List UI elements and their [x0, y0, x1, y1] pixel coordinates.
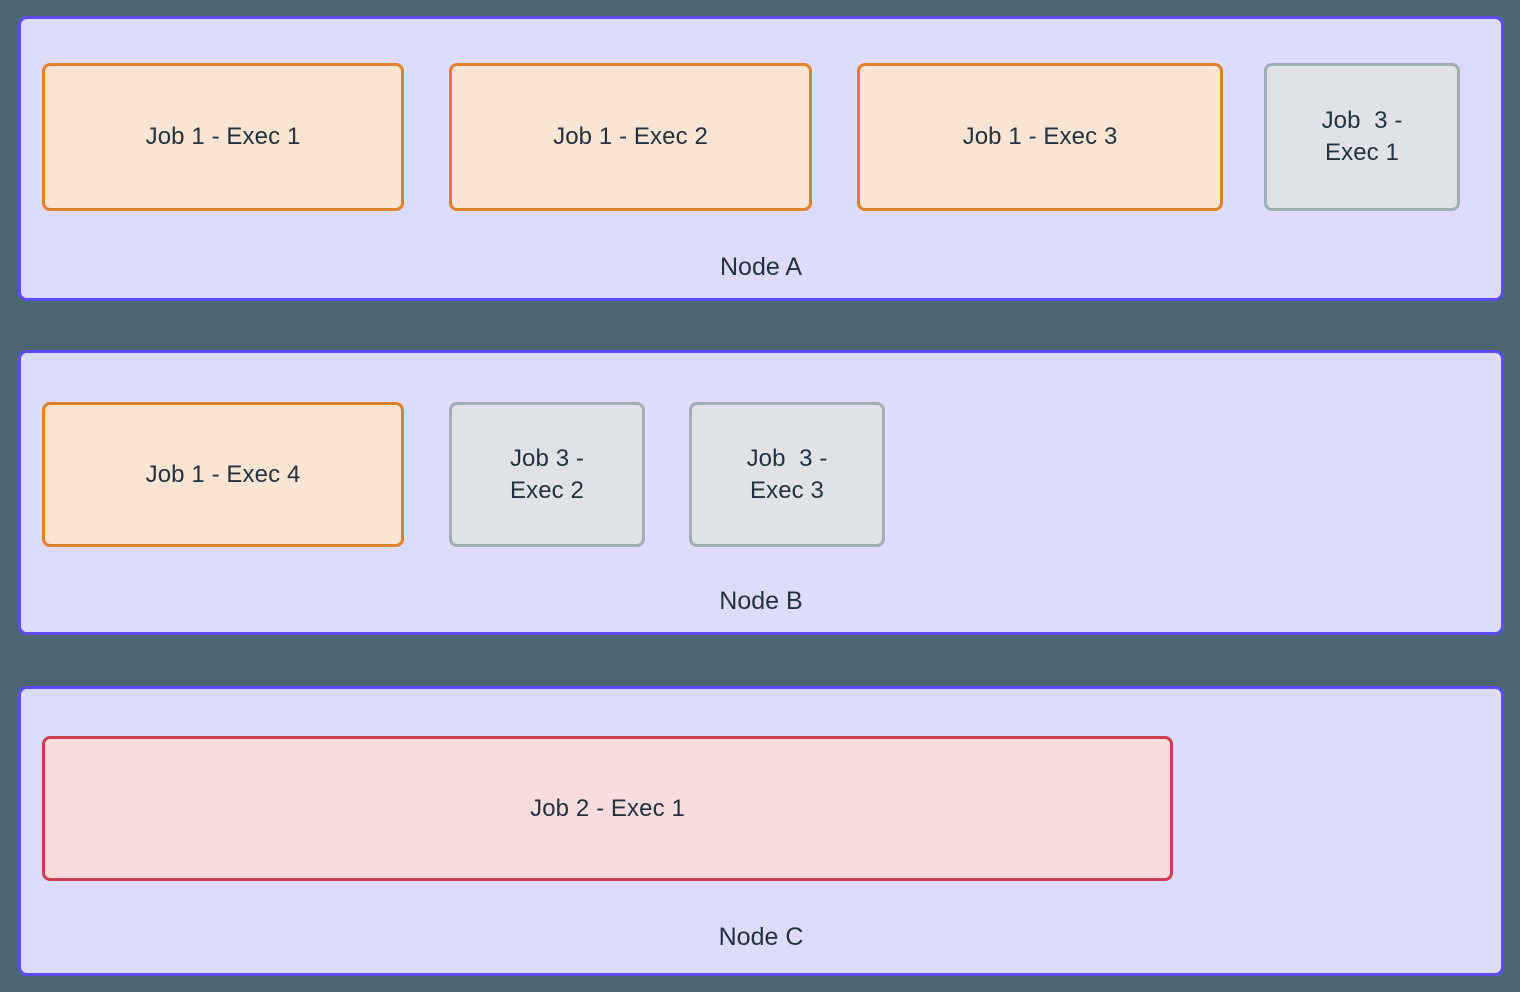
exec-box-label: Job 3 - Exec 3 — [746, 444, 828, 504]
node-label-a: Node A — [719, 253, 802, 281]
node-label-b: Node B — [719, 587, 803, 615]
exec-box-label: Job 1 - Exec 4 — [145, 460, 301, 488]
exec-box-label: Job 3 - Exec 2 — [509, 444, 585, 504]
exec-box-job1-exec3[interactable]: Job 1 - Exec 3 — [857, 63, 1223, 211]
node-panel-b[interactable]: Job 1 - Exec 4 Job 3 - Exec 2 Job 3 - Ex… — [18, 350, 1504, 635]
node-panel-a[interactable]: Job 1 - Exec 1 Job 1 - Exec 2 Job 1 - Ex… — [18, 16, 1504, 301]
exec-box-label: Job 1 - Exec 1 — [145, 123, 301, 151]
exec-box-label: Job 2 - Exec 1 — [530, 794, 685, 822]
exec-box-job3-exec2[interactable]: Job 3 - Exec 2 — [449, 402, 645, 547]
exec-box-job3-exec1[interactable]: Job 3 - Exec 1 — [1264, 63, 1460, 211]
exec-box-label: Job 3 - Exec 1 — [1321, 107, 1403, 166]
node-panel-c[interactable]: Job 2 - Exec 1 Node C — [18, 686, 1504, 976]
exec-box-job3-exec3[interactable]: Job 3 - Exec 3 — [689, 402, 885, 547]
exec-box-label: Job 1 - Exec 3 — [962, 123, 1118, 151]
exec-box-job1-exec1[interactable]: Job 1 - Exec 1 — [42, 63, 404, 211]
exec-box-job2-exec1[interactable]: Job 2 - Exec 1 — [42, 736, 1173, 881]
exec-box-job1-exec2[interactable]: Job 1 - Exec 2 — [449, 63, 812, 211]
node-label-c: Node C — [718, 923, 804, 951]
exec-box-job1-exec4[interactable]: Job 1 - Exec 4 — [42, 402, 404, 547]
exec-box-label: Job 1 - Exec 2 — [553, 123, 708, 151]
